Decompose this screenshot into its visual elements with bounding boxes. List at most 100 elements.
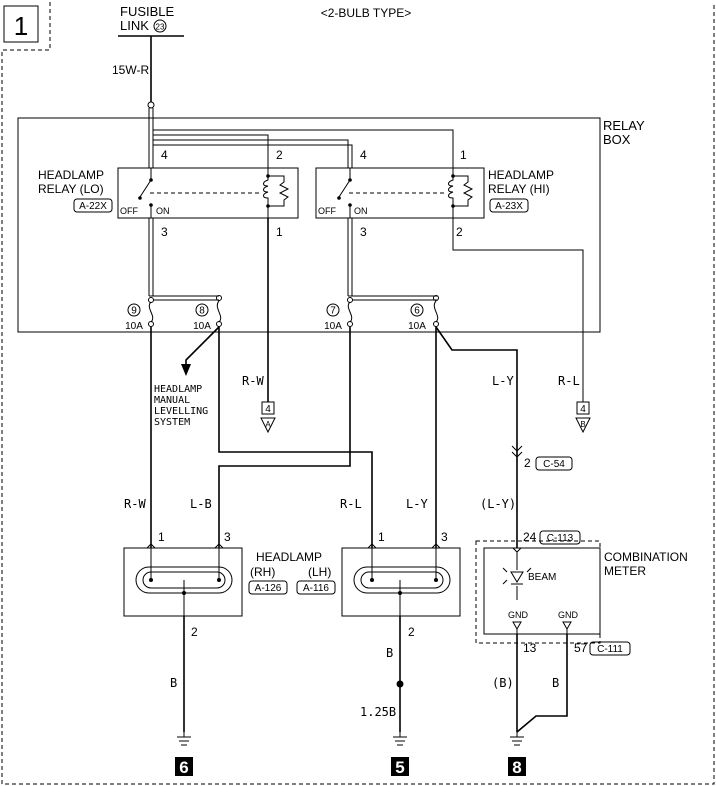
fusible-link-label: FUSIBLE bbox=[120, 4, 175, 19]
ground-icon bbox=[510, 732, 524, 746]
meter-pin-in-connector: C-113 bbox=[547, 533, 574, 544]
relay-lo-connector-box bbox=[73, 198, 113, 213]
splice-point bbox=[396, 680, 404, 688]
headlamp-lh-label: (LH) bbox=[308, 565, 331, 579]
relay-hi-coil bbox=[448, 168, 474, 218]
relay-lo-coil bbox=[263, 168, 290, 218]
relay-hi-pin-1: 1 bbox=[460, 148, 467, 162]
svg-text:10A: 10A bbox=[324, 321, 342, 332]
fusible-link-number-circle bbox=[153, 19, 167, 33]
wire-label-lh-ground-size: 1.25B bbox=[360, 705, 396, 719]
meter-gnd1-label: GND bbox=[508, 610, 529, 620]
ground-point-5: 5 bbox=[395, 758, 404, 777]
relay-hi-on: ON bbox=[354, 206, 368, 216]
headlamp-title: HEADLAMP bbox=[256, 550, 322, 564]
levelling-label-4: SYSTEM bbox=[154, 417, 190, 428]
relay-hi-switch bbox=[338, 168, 351, 218]
headlamp-lh-box bbox=[341, 547, 461, 617]
relay-box bbox=[17, 117, 601, 333]
meter-beam-label: BEAM bbox=[528, 572, 556, 583]
ground-point-badge bbox=[391, 757, 409, 776]
connector-ref-b: 4 B bbox=[575, 401, 591, 434]
headlamp-lh-pin-1: 1 bbox=[378, 530, 385, 544]
sheet-number: 1 bbox=[14, 11, 28, 41]
wire-label-lh-left: R-L bbox=[340, 497, 362, 511]
variant-title: <2-BULB TYPE> bbox=[321, 6, 412, 20]
meter-gnd2-label: GND bbox=[558, 610, 579, 620]
wire-label-lh-right: L-Y bbox=[406, 497, 428, 511]
junction-connector: C-54 bbox=[543, 459, 565, 470]
meter-pin-gnd2: 57 bbox=[574, 641, 588, 655]
headlamp-rh-pin-1: 1 bbox=[158, 530, 165, 544]
svg-text:10A: 10A bbox=[125, 321, 143, 332]
meter-pin-gnd2-connector: C-111 bbox=[597, 644, 623, 655]
junction-c54-marks bbox=[511, 445, 523, 458]
svg-text:9: 9 bbox=[131, 306, 137, 317]
wire-label-ref-b: R-L bbox=[558, 374, 580, 388]
connector-ref-a: 4 A bbox=[260, 401, 276, 434]
svg-text:7: 7 bbox=[330, 306, 336, 317]
relay-lo-label: HEADLAMP bbox=[38, 168, 104, 182]
headlamp-rh-pin-3: 3 bbox=[224, 530, 231, 544]
meter-dashed-outline bbox=[475, 540, 601, 644]
svg-text:4: 4 bbox=[580, 404, 586, 415]
levelling-label-3: LEVELLING bbox=[154, 406, 208, 417]
meter-box bbox=[483, 547, 601, 635]
levelling-label: HEADLAMP bbox=[154, 384, 202, 395]
fuse-8: 8 10A bbox=[193, 295, 222, 332]
relay-hi-box bbox=[315, 167, 485, 219]
relay-hi-connector-box bbox=[489, 198, 529, 213]
wire-label-rh-right: L-B bbox=[190, 497, 212, 511]
wire-main-in-label: 15W-R bbox=[112, 63, 149, 77]
svg-text:6: 6 bbox=[414, 306, 420, 317]
ground-point-8: 8 bbox=[512, 758, 521, 777]
fuse-7: 7 10A bbox=[324, 297, 353, 332]
headlamp-lh-connector: A-116 bbox=[303, 583, 329, 594]
relay-hi-pin-4: 4 bbox=[360, 148, 367, 162]
wire-label-meter-gnd2: B bbox=[552, 676, 559, 690]
svg-text:10A: 10A bbox=[193, 321, 211, 332]
svg-text:A: A bbox=[265, 420, 271, 429]
headlamp-rh-label: (RH) bbox=[250, 565, 275, 579]
beam-indicator-icon bbox=[502, 552, 532, 600]
wire-fuse6-to-meter bbox=[435, 326, 518, 548]
levelling-label-2: MANUAL bbox=[154, 395, 190, 406]
headlamp-rh-box bbox=[123, 547, 243, 617]
sheet-number-box bbox=[3, 5, 39, 43]
svg-text:4: 4 bbox=[265, 404, 271, 415]
relay-hi-pin-2: 2 bbox=[456, 225, 463, 239]
meter-label: COMBINATION bbox=[604, 550, 688, 564]
relay-lo-pin-1: 1 bbox=[276, 225, 283, 239]
relay-hi-pin-3: 3 bbox=[360, 225, 367, 239]
relay-hi-output bbox=[347, 218, 438, 301]
relay-box-label: RELAY bbox=[603, 118, 645, 133]
ground-point-6: 6 bbox=[179, 758, 188, 777]
ground-point-badge bbox=[508, 757, 526, 776]
relay-lo-output bbox=[148, 218, 219, 301]
relay-lo-label-2: RELAY (LO) bbox=[38, 182, 104, 196]
wire-fuse8-to-lh bbox=[218, 327, 373, 548]
wire-label-ref-a: R-W bbox=[242, 374, 264, 388]
levelling-arrow-head bbox=[181, 364, 191, 376]
ground-icon bbox=[393, 732, 407, 746]
relay-lo-pin-4: 4 bbox=[161, 148, 168, 162]
relay-lo-on: ON bbox=[156, 206, 170, 216]
fuse-6: 6 10A bbox=[408, 295, 439, 332]
wire-label-meter-in: (L-Y) bbox=[480, 497, 516, 511]
wire-relay-hi-pin2 bbox=[452, 218, 584, 402]
wire-label-meter-gnd1: (B) bbox=[492, 676, 514, 690]
fusible-link-number: 23 bbox=[156, 23, 165, 32]
relay-hi-label-2: RELAY (HI) bbox=[488, 182, 550, 196]
wire-label-lh-ground: B bbox=[386, 646, 393, 660]
wire-fuse8-levelling bbox=[185, 326, 220, 366]
ground-icon bbox=[177, 732, 191, 746]
headlamp-lh-pin-3: 3 bbox=[441, 530, 448, 544]
wire-label-rh-left: R-W bbox=[124, 497, 146, 511]
headlamp-rh-connector: A-126 bbox=[255, 583, 282, 594]
wire-meter-ground-2 bbox=[516, 634, 568, 733]
relay-lo-switch bbox=[139, 168, 152, 218]
relay-box-label-2: BOX bbox=[603, 132, 631, 147]
relay-lo-pin-3: 3 bbox=[161, 225, 168, 239]
